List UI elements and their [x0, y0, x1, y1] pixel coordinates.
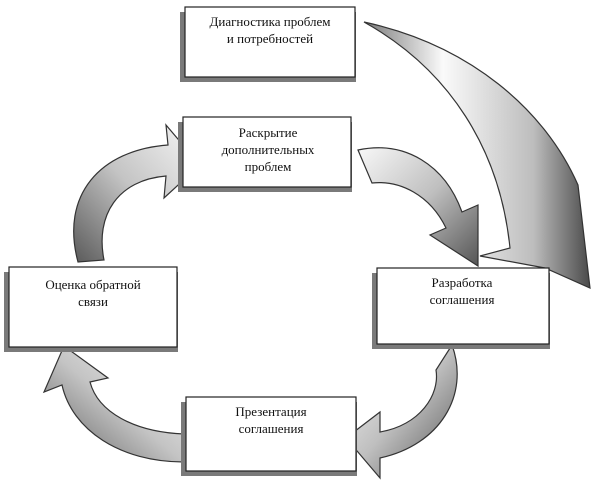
disclosure-line3: проблем: [245, 159, 292, 174]
arrow-feedback-to-disclosure: [73, 123, 201, 263]
diagnostics-line2: и потребностей: [227, 31, 313, 46]
disclosure-line2: дополнительных: [222, 142, 315, 157]
arrow-development-to-presentation: [345, 343, 458, 480]
feedback-line2: связи: [78, 294, 108, 309]
arrow-presentation-to-feedback: [42, 345, 185, 463]
box-diagnostics: Диагностика проблем и потребностей: [180, 6, 356, 82]
box-presentation: Презентация соглашения: [181, 396, 357, 476]
box-disclosure: Раскрытие дополнительных проблем: [178, 116, 352, 192]
arrow-disclosure-to-development: [357, 147, 479, 268]
feedback-line1: Оценка обратной: [45, 277, 140, 292]
development-line2: соглашения: [430, 292, 495, 307]
presentation-line1: Презентация: [235, 404, 306, 419]
diagnostics-line1: Диагностика проблем: [210, 14, 331, 29]
box-feedback: Оценка обратной связи: [4, 266, 178, 352]
development-line1: Разработка: [432, 275, 493, 290]
box-development: Разработка соглашения: [372, 267, 550, 349]
disclosure-line1: Раскрытие: [239, 125, 298, 140]
presentation-line2: соглашения: [239, 421, 304, 436]
